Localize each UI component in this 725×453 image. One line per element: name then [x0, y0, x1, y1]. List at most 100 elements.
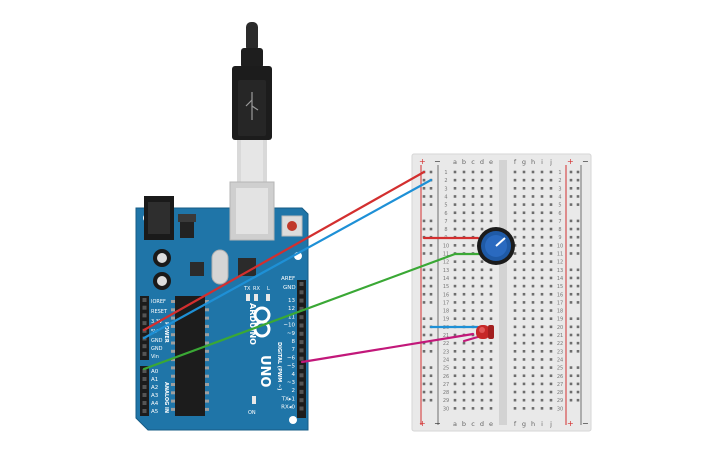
breadboard-hole	[453, 195, 457, 198]
breadboard-hole	[549, 219, 553, 223]
pin-label-gnd2: GND	[151, 346, 163, 352]
breadboard-hole	[453, 382, 457, 386]
rail-hole	[569, 301, 573, 304]
row-number: 8	[558, 227, 561, 233]
small-chip	[190, 262, 204, 276]
chip-pin	[205, 316, 209, 320]
arduino-uno-board[interactable]: TX RX L ON ARDUINO UNO IOREF RESET 3.3V …	[135, 181, 309, 431]
header-hole	[142, 344, 147, 349]
rail-hole	[429, 317, 433, 320]
breadboard-hole	[480, 195, 484, 198]
breadboard-hole	[549, 178, 553, 182]
rail-hole	[569, 203, 573, 206]
breadboard-hole	[513, 333, 517, 337]
header-hole	[142, 409, 147, 413]
breadboard-hole	[471, 358, 475, 361]
rail-hole	[422, 203, 426, 206]
row-number: 21	[557, 333, 563, 339]
rail-hole	[569, 170, 573, 174]
rail-hole	[569, 244, 573, 247]
breadboard-hole	[513, 235, 517, 239]
breadboard-hole	[522, 219, 526, 223]
breadboard-hole	[462, 309, 466, 312]
header-hole	[299, 373, 304, 378]
digital-pin-label: RX◂0	[281, 405, 295, 411]
breadboard-hole	[480, 284, 484, 288]
5v-to-positive-rail-wire[interactable]	[142, 170, 426, 332]
chip-pin	[171, 366, 175, 370]
breadboard-hole	[531, 374, 535, 378]
pin6-to-led-wire[interactable]	[300, 332, 475, 364]
breadboard-hole	[531, 309, 535, 312]
breadboard-hole	[489, 398, 493, 402]
breadboard-hole	[480, 276, 484, 280]
potentiometer[interactable]	[477, 227, 515, 265]
rail-hole	[422, 333, 426, 337]
breadboard-hole	[513, 309, 517, 312]
analog-pin-label: A2	[151, 385, 158, 391]
breadboard-hole	[540, 203, 544, 206]
breadboard-hole	[471, 227, 475, 231]
rail-hole	[576, 350, 580, 353]
wires	[142, 170, 490, 371]
breadboard-hole	[540, 178, 544, 182]
breadboard-hole	[462, 341, 466, 345]
breadboard-hole	[453, 301, 457, 304]
rail-hole	[569, 178, 573, 182]
breadboard-hole	[522, 211, 526, 215]
breadboard-hole	[549, 187, 553, 190]
breadboard-hole	[531, 170, 535, 174]
rail-hole	[429, 350, 433, 353]
analog-pin-label: A3	[151, 393, 159, 399]
breadboard-hole	[540, 398, 544, 402]
breadboard-hole	[549, 268, 553, 272]
breadboard-hole	[462, 292, 466, 296]
breadboard-hole	[453, 309, 457, 312]
breadboard-hole	[462, 211, 466, 215]
breadboard-hole	[453, 219, 457, 223]
rail-hole	[422, 276, 426, 280]
analog-section-label: ANALOG IN	[163, 382, 169, 413]
column-letter: i	[541, 420, 543, 428]
header-hole	[299, 340, 304, 345]
gnd-to-negative-rail-wire[interactable]	[142, 178, 433, 340]
breadboard-hole	[453, 366, 457, 369]
rail-hole	[422, 317, 426, 320]
breadboard-hole	[471, 219, 475, 223]
breadboard-hole	[471, 187, 475, 190]
breadboard-hole	[531, 407, 535, 410]
red-led[interactable]	[476, 325, 494, 339]
breadboard-hole	[462, 382, 466, 386]
a0-to-potentiometer-wire[interactable]	[142, 252, 457, 371]
breadboard-hole	[549, 235, 553, 239]
breadboard-hole	[471, 211, 475, 215]
rail-hole	[429, 333, 433, 337]
row-number: 1	[558, 170, 561, 176]
breadboard-hole	[549, 407, 553, 410]
breadboard-hole	[540, 235, 544, 239]
breadboard-hole	[540, 374, 544, 378]
breadboard-hole	[531, 341, 535, 345]
breadboard-hole	[489, 203, 493, 206]
digital-pin-label: TX▸1	[281, 396, 295, 402]
breadboard-hole	[540, 252, 544, 255]
crystal-oscillator	[211, 249, 229, 285]
header-hole	[142, 351, 147, 356]
row-number: 29	[557, 398, 563, 404]
breadboard-hole	[522, 284, 526, 288]
breadboard-hole	[453, 350, 457, 353]
digital-pin-label: ~6	[287, 355, 296, 361]
rail-label: −	[582, 157, 589, 166]
pin-label-reset: RESET	[151, 309, 168, 315]
rail-hole	[429, 382, 433, 386]
breadboard-hole	[513, 211, 517, 215]
chip-pin	[171, 391, 175, 395]
rail-hole	[576, 366, 580, 369]
breadboard-hole	[513, 284, 517, 288]
rail-hole	[422, 301, 426, 304]
breadboard-hole	[453, 170, 457, 174]
breadboard-hole	[453, 284, 457, 288]
rail-hole	[569, 333, 573, 337]
